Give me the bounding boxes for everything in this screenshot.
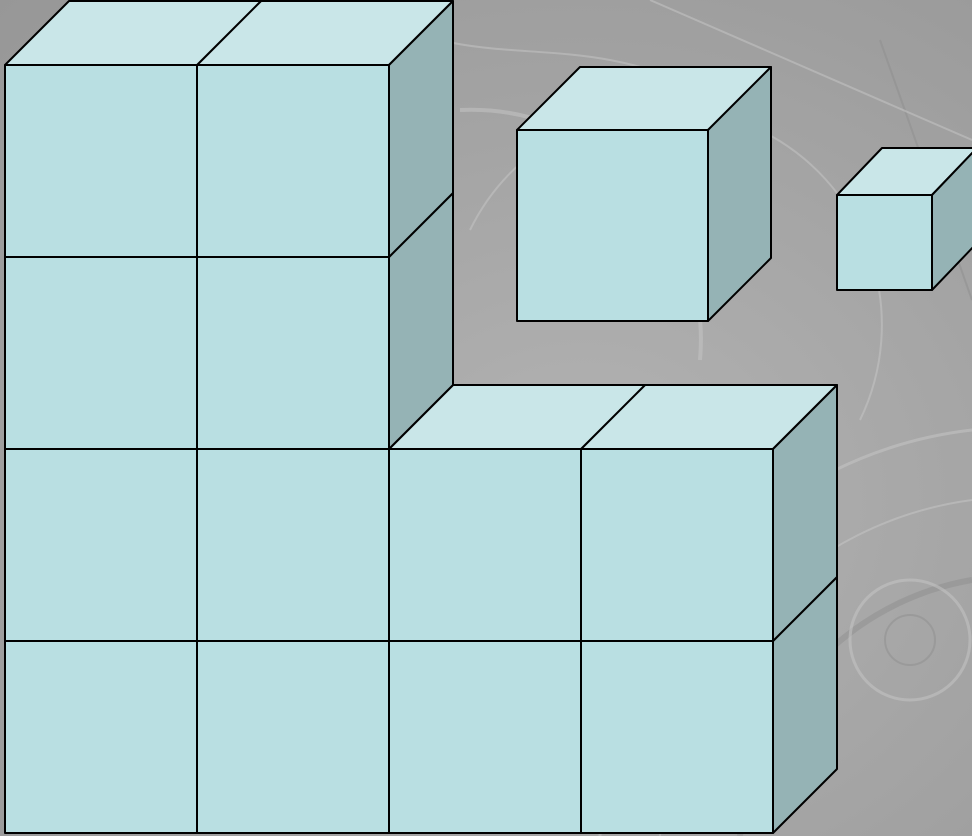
cube-front-face [837, 195, 932, 290]
cube-front-face [197, 449, 389, 641]
structure-cube [389, 641, 581, 833]
cubes-layer [5, 1, 972, 833]
cube-front-face [5, 257, 197, 449]
cube-front-face [581, 641, 773, 833]
cube-front-face [581, 449, 773, 641]
cube-front-face [389, 641, 581, 833]
cube-front-face [5, 449, 197, 641]
structure-cube [5, 449, 197, 641]
cube-front-face [197, 641, 389, 833]
cube-front-face [197, 65, 389, 257]
cube-front-face [197, 257, 389, 449]
structure-cube [5, 257, 197, 449]
cube-front-face [389, 449, 581, 641]
structure-cube [197, 449, 389, 641]
cube-front-face [517, 130, 708, 321]
structure-cube [197, 641, 389, 833]
medium-cube [517, 67, 771, 321]
small-cube [837, 148, 972, 290]
structure-cube [581, 385, 837, 641]
structure-cube [197, 1, 453, 257]
structure-cube [5, 641, 197, 833]
cube-front-face [5, 641, 197, 833]
cube-front-face [5, 65, 197, 257]
